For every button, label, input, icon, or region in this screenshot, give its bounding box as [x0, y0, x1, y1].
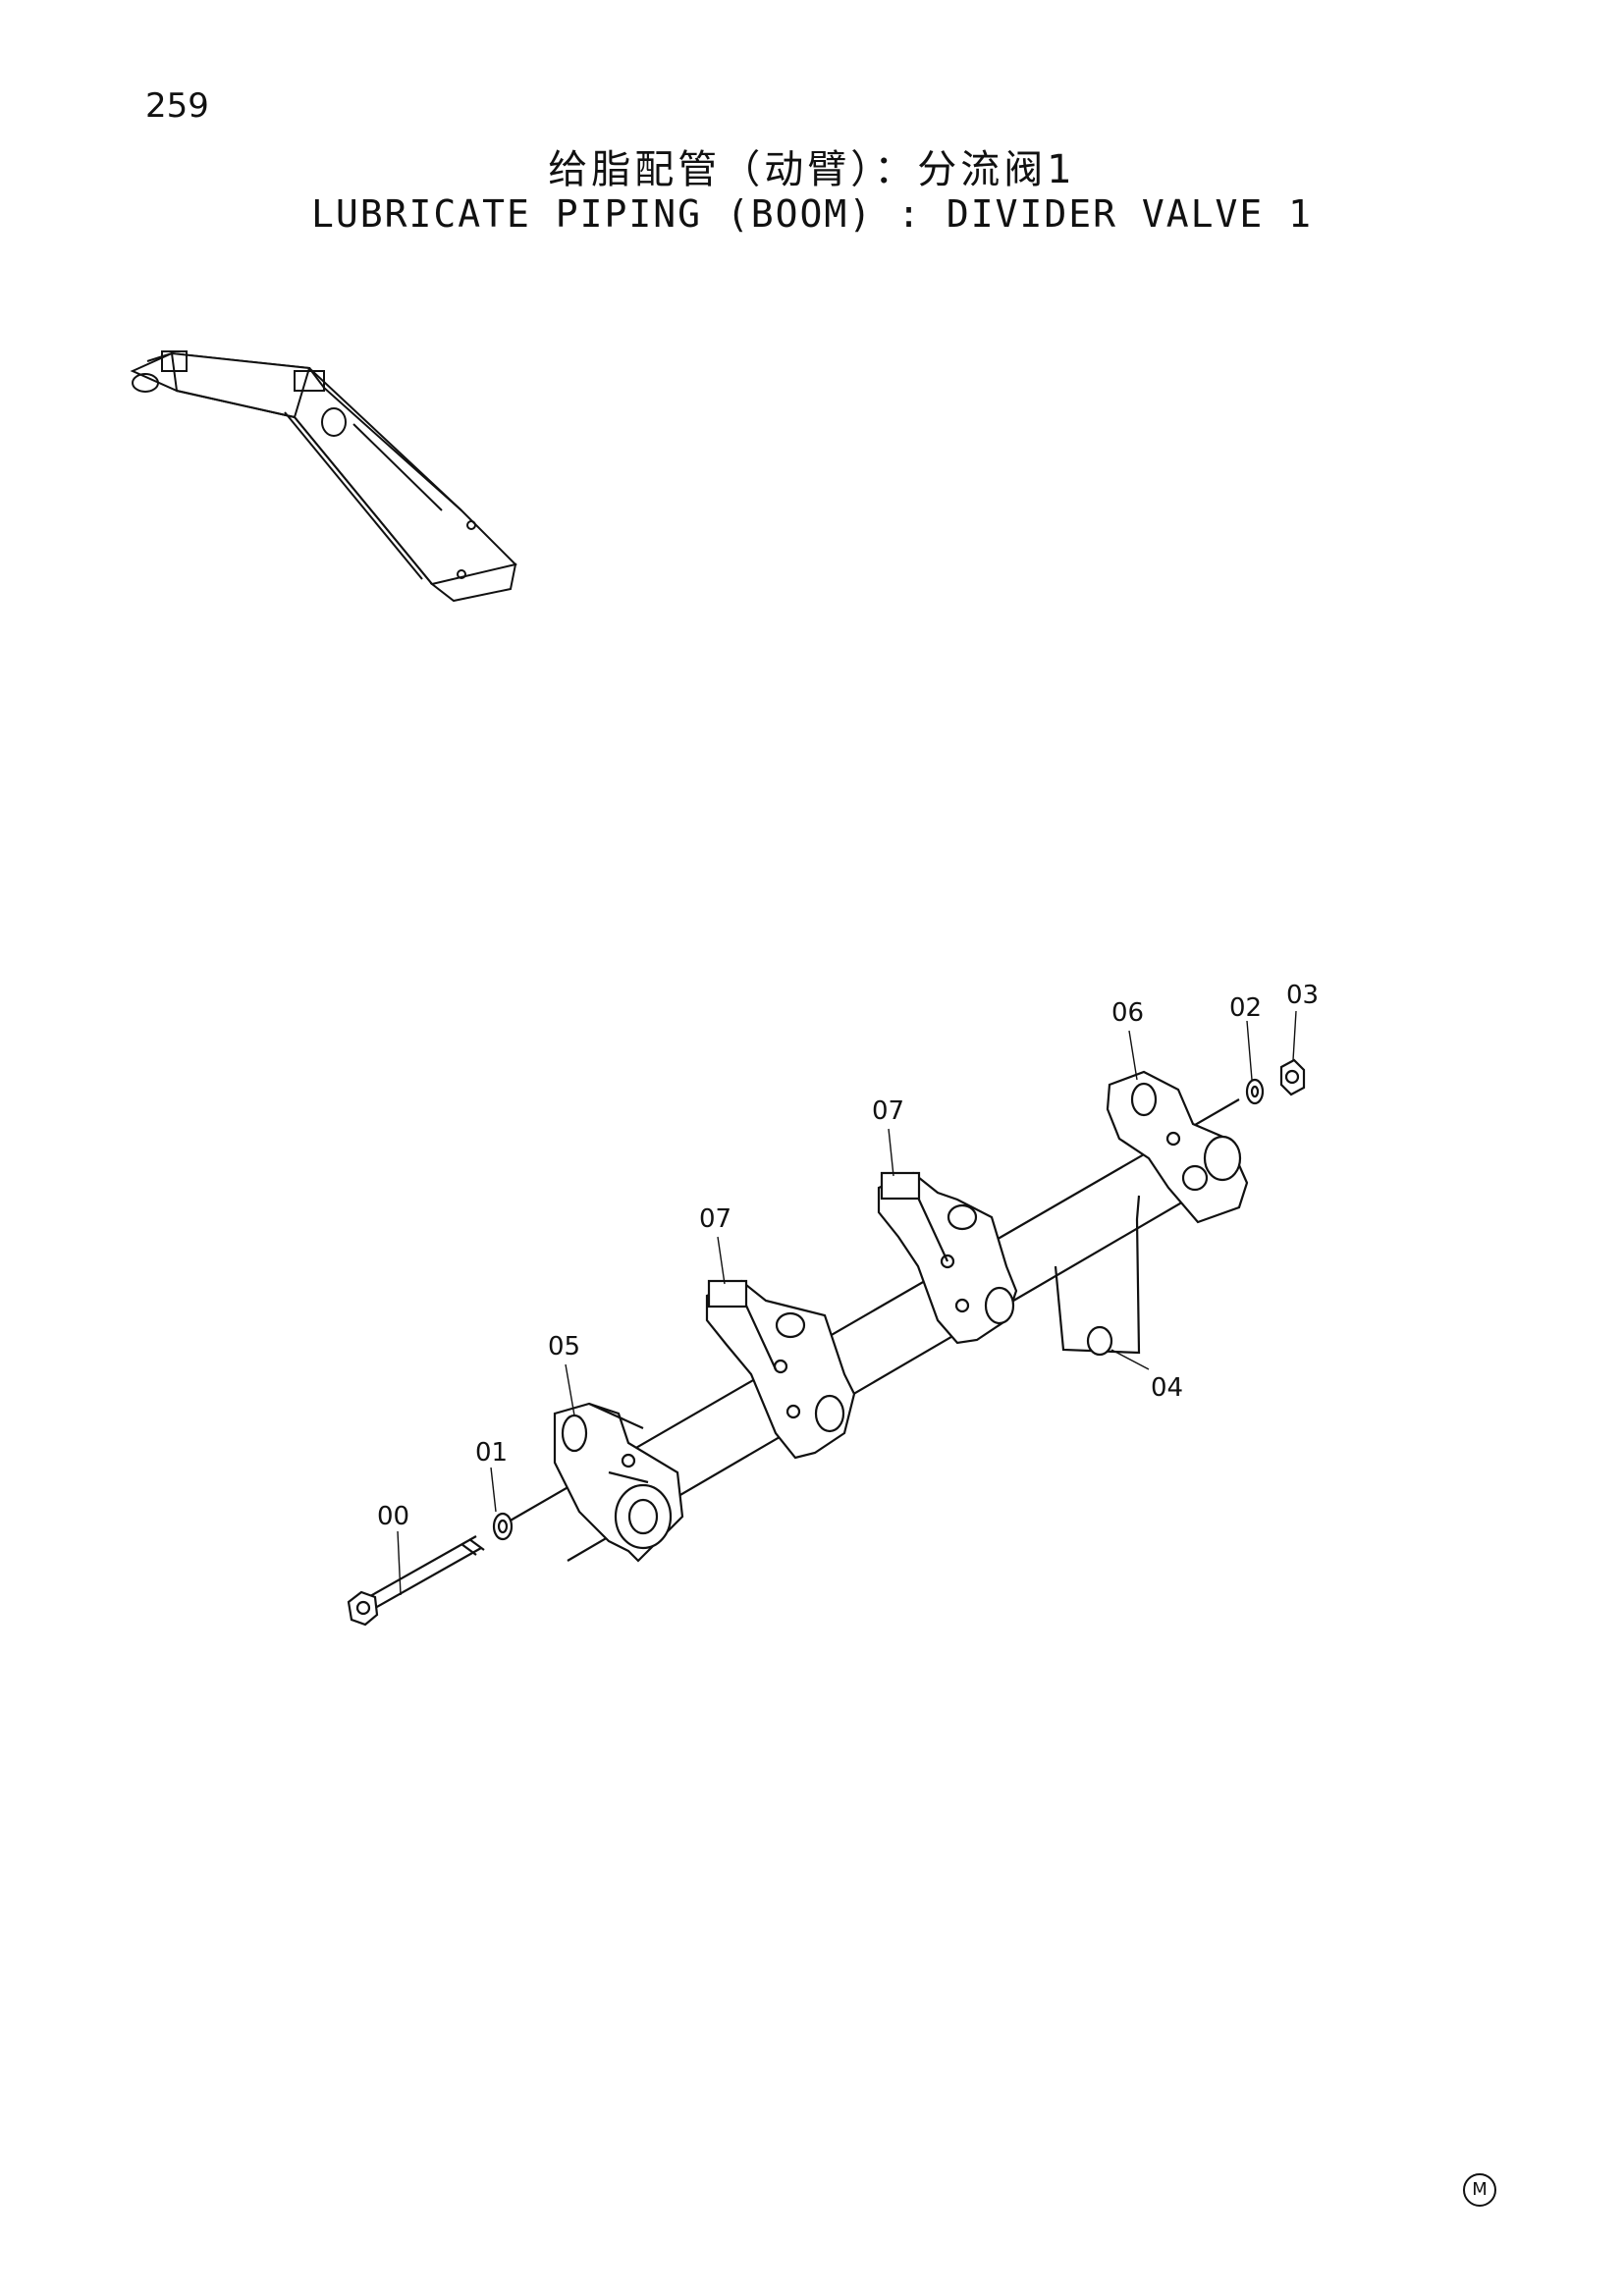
- divider-valve-assembly: [347, 1058, 1306, 1627]
- label-04: 04: [1151, 1373, 1183, 1403]
- manufacturer-mark: M: [1463, 2173, 1496, 2207]
- label-03: 03: [1286, 981, 1319, 1010]
- boom-overview: [130, 350, 517, 603]
- title-english: LUBRICATE PIPING (BOOM) : DIVIDER VALVE …: [311, 192, 1313, 236]
- label-00: 00: [377, 1502, 409, 1531]
- leader-lines: [397, 1010, 1297, 1596]
- washer-02: [1245, 1078, 1265, 1105]
- end-block-05: [553, 1402, 684, 1563]
- page-number: 259: [145, 86, 209, 126]
- label-07-b: 07: [872, 1096, 904, 1126]
- bolt-00: [347, 1535, 485, 1627]
- label-02: 02: [1229, 993, 1262, 1023]
- title-chinese: 给脂配管（动臂）：分流阀1: [548, 147, 1076, 192]
- label-06: 06: [1111, 998, 1144, 1028]
- washer-01: [492, 1512, 514, 1541]
- label-05: 05: [548, 1332, 580, 1362]
- o-ring-04: [1086, 1325, 1113, 1357]
- label-07-a: 07: [699, 1204, 731, 1234]
- valve-block-07-a: [705, 1279, 856, 1460]
- valve-block-07-b: [877, 1171, 1018, 1345]
- end-block-06: [1106, 1070, 1249, 1224]
- nut-03: [1279, 1058, 1306, 1096]
- label-01: 01: [475, 1438, 508, 1468]
